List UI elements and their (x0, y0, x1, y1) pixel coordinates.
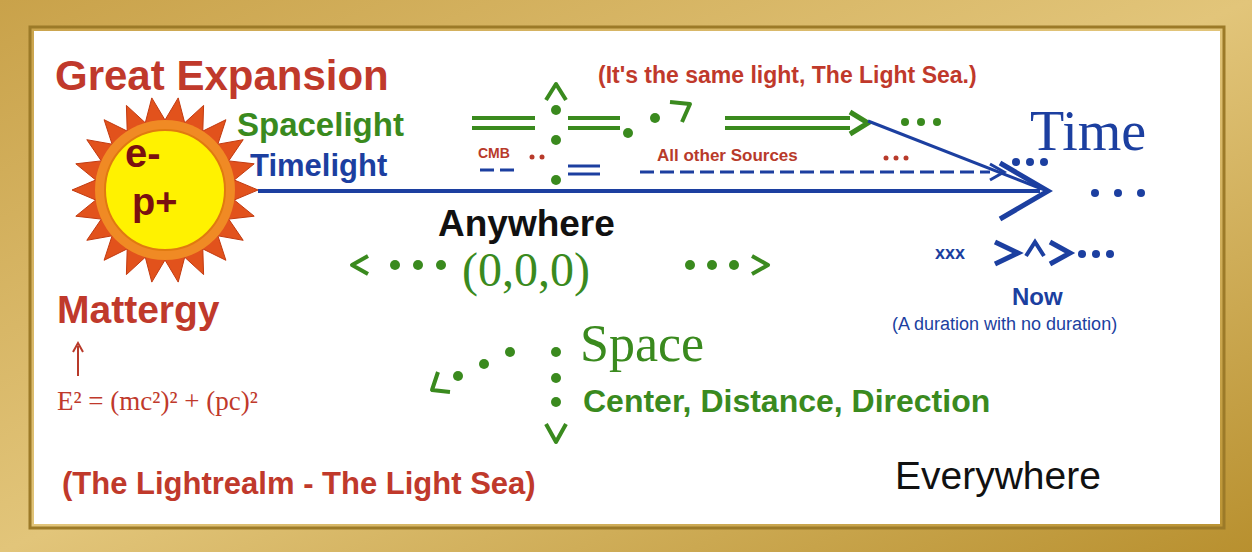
title-text: Great Expansion (55, 55, 389, 97)
blue-dots (1012, 158, 1145, 258)
xxx-label: xxx (935, 244, 965, 262)
spacelight-label: Spacelight (237, 108, 404, 141)
space-note: Center, Distance, Direction (583, 385, 990, 417)
now-label: Now (1012, 285, 1063, 309)
origin-label: (0,0,0) (462, 246, 590, 294)
everywhere-label: Everywhere (895, 456, 1101, 495)
time-label: Time (1030, 103, 1146, 159)
footer-label: (The Lightrealm - The Light Sea) (62, 468, 536, 499)
timelight-rays (258, 121, 1070, 264)
space-label: Space (580, 318, 704, 370)
timelight-label: Timelight (250, 150, 387, 181)
frame-edge (30, 27, 1224, 528)
source-label: All other Sources (657, 147, 798, 164)
panel (34, 31, 1220, 524)
green-dots (390, 105, 941, 407)
note-text: (It's the same light, The Light Sea.) (598, 64, 977, 87)
sun-circle: e-p+ (70, 95, 260, 285)
now-note: (A duration with no duration) (892, 315, 1117, 333)
source-label: CMB (478, 146, 510, 160)
mattergy-label: Mattergy (57, 290, 220, 329)
mattergy-arrow (73, 343, 83, 376)
equation: E² = (mc²)² + (pc)² (57, 388, 258, 415)
particle-label: e- (125, 133, 161, 173)
anywhere-label: Anywhere (438, 205, 615, 242)
particle-label: p+ (132, 183, 177, 221)
spacelight-rays (472, 112, 868, 134)
